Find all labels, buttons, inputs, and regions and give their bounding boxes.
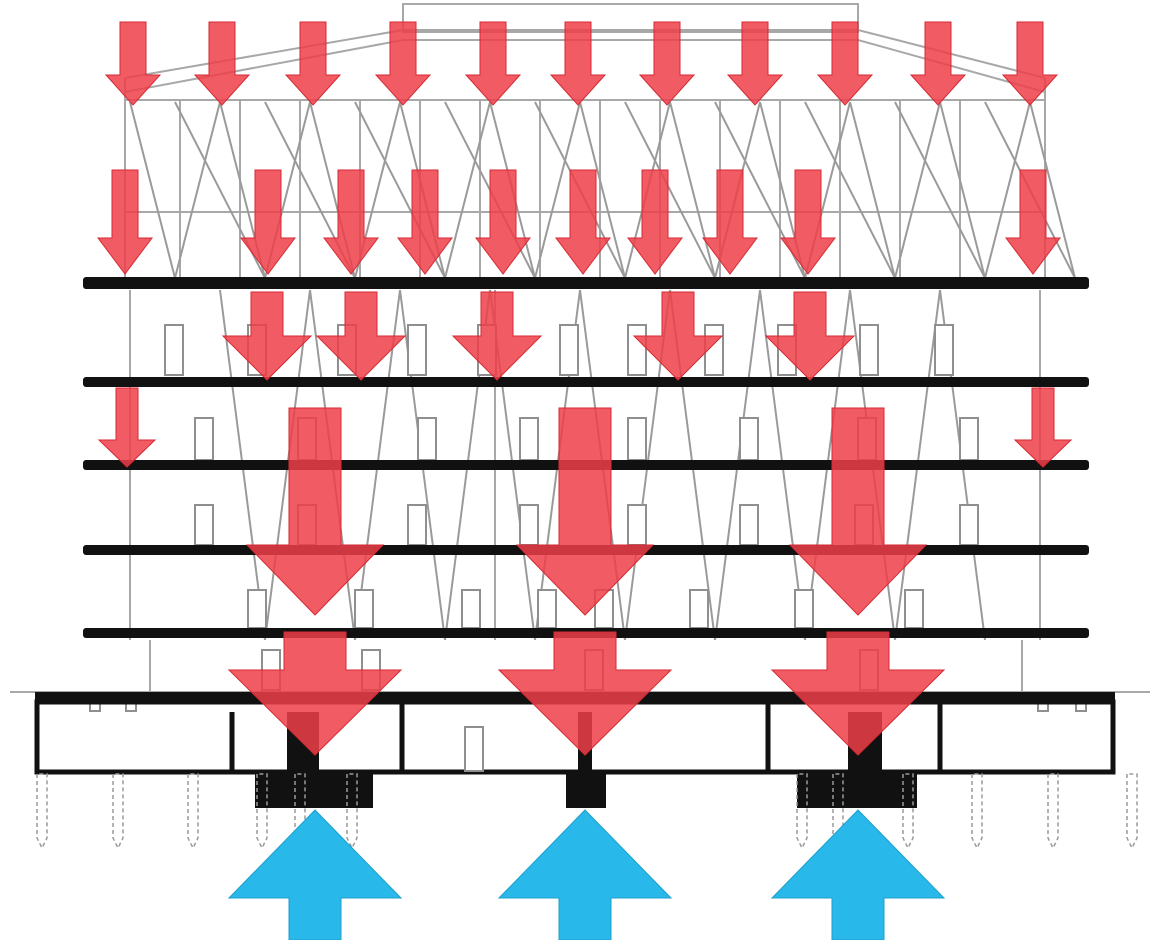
load-arrow-icon [397,169,453,275]
window [247,589,267,629]
load-arrow-icon [1013,387,1073,468]
window [689,589,709,629]
window [407,324,427,376]
load-arrow-icon [1001,21,1059,106]
brace-upper [849,101,896,279]
reaction-arrows [227,809,946,940]
load-arrows [97,21,1073,756]
pile [902,773,914,850]
brace-upper [984,101,1031,279]
pile-cap-center [566,774,606,808]
brace-cross [624,101,716,279]
pile-cap-right [797,774,917,808]
load-arrow-icon [97,169,153,275]
window [904,589,924,629]
pile [256,773,268,850]
window [627,417,647,461]
window [194,417,214,461]
window [461,589,481,629]
pile [36,773,48,850]
load-arrow-icon [104,21,162,106]
pile [1126,773,1138,850]
load-arrow-icon [780,169,836,275]
brace-upper [534,101,581,279]
roof-lantern [402,3,859,33]
pile [796,773,808,850]
load-arrow-icon [702,169,758,275]
basement-door [464,726,484,772]
load-arrow-icon [245,407,385,616]
load-arrow-icon [726,21,784,106]
window [934,324,954,376]
pile [971,773,983,850]
load-arrow-icon [555,169,611,275]
load-arrow-icon [374,21,432,106]
load-arrow-icon [909,21,967,106]
load-arrow-icon [632,291,724,381]
brace-upper [174,101,221,279]
load-arrow-icon [193,21,251,106]
window [794,589,814,629]
window [627,504,647,546]
window [164,324,184,376]
window [407,504,427,546]
pile-cap-left [255,774,373,808]
load-arrow-icon [323,169,379,275]
load-arrow-icon [97,387,157,468]
load-arrow-icon [464,21,522,106]
brace-upper [894,101,941,279]
window [859,324,879,376]
pile [346,773,358,850]
brace-upper [939,101,986,279]
load-arrow-icon [816,21,874,106]
pile [187,773,199,850]
window [194,504,214,546]
load-arrow-icon [221,291,313,381]
window [959,417,979,461]
load-arrow-icon [497,631,673,756]
window [519,504,539,546]
load-arrow-icon [315,291,407,381]
load-arrow-icon [764,291,856,381]
window [959,504,979,546]
brace-cross [894,101,986,279]
brace-cross [804,101,896,279]
load-arrow-icon [227,631,403,756]
reaction-arrow-icon [497,809,673,940]
load-arrow-icon [627,169,683,275]
load-arrow-icon [240,169,296,275]
reaction-arrow-icon [770,809,946,940]
window [739,504,759,546]
window [519,417,539,461]
reaction-arrow-icon [227,809,403,940]
brace-upper [1029,101,1076,279]
pile [1047,773,1059,850]
load-arrow-icon [284,21,342,106]
window [739,417,759,461]
load-arrow-icon [549,21,607,106]
load-arrow-icon [515,407,655,616]
load-arrow-icon [638,21,696,106]
brace-upper [444,101,491,279]
floor-slab-5 [83,277,1089,289]
basement [34,699,1116,808]
window [354,589,374,629]
window [627,324,647,376]
load-arrow-icon [451,291,543,381]
brace-upper [579,101,626,279]
load-arrow-icon [475,169,531,275]
load-arrow-icon [788,407,928,616]
brace-upper [669,101,716,279]
window [537,589,557,629]
window [559,324,579,376]
brace-upper [129,101,176,279]
floor-slab-4 [83,377,1089,387]
pile [112,773,124,850]
load-arrow-icon [1005,169,1061,275]
load-arrow-icon [770,631,946,756]
window [417,417,437,461]
